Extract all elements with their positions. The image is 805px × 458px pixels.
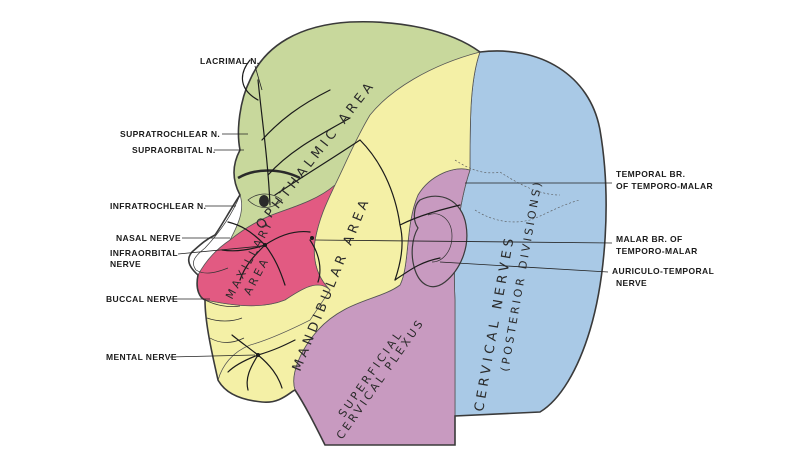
label-lacrimal: LACRIMAL N. [200,56,260,66]
label-auriculo-temporal-1: AURICULO-TEMPORAL [612,266,714,276]
label-temporal-br-1: TEMPORAL BR. [616,169,685,179]
label-mental-nerve: MENTAL NERVE [106,352,177,362]
label-malar-br-2: TEMPORO-MALAR [616,246,698,256]
label-infraorbital-2: NERVE [110,259,141,269]
label-malar-br-1: MALAR BR. OF [616,234,683,244]
label-infraorbital-1: INFRAORBITAL [110,248,178,258]
label-buccal-nerve: BUCCAL NERVE [106,294,178,304]
label-supratrochlear: SUPRATROCHLEAR N. [120,129,220,139]
label-temporal-br-2: OF TEMPORO-MALAR [616,181,713,191]
malar-point [310,236,314,240]
label-supraorbital: SUPRAORBITAL N. [132,145,216,155]
label-infratrochlear: INFRATROCHLEAR N. [110,201,206,211]
mental-point [256,353,260,357]
label-auriculo-temporal-2: NERVE [616,278,647,288]
label-nasal-nerve: NASAL NERVE [116,233,181,243]
